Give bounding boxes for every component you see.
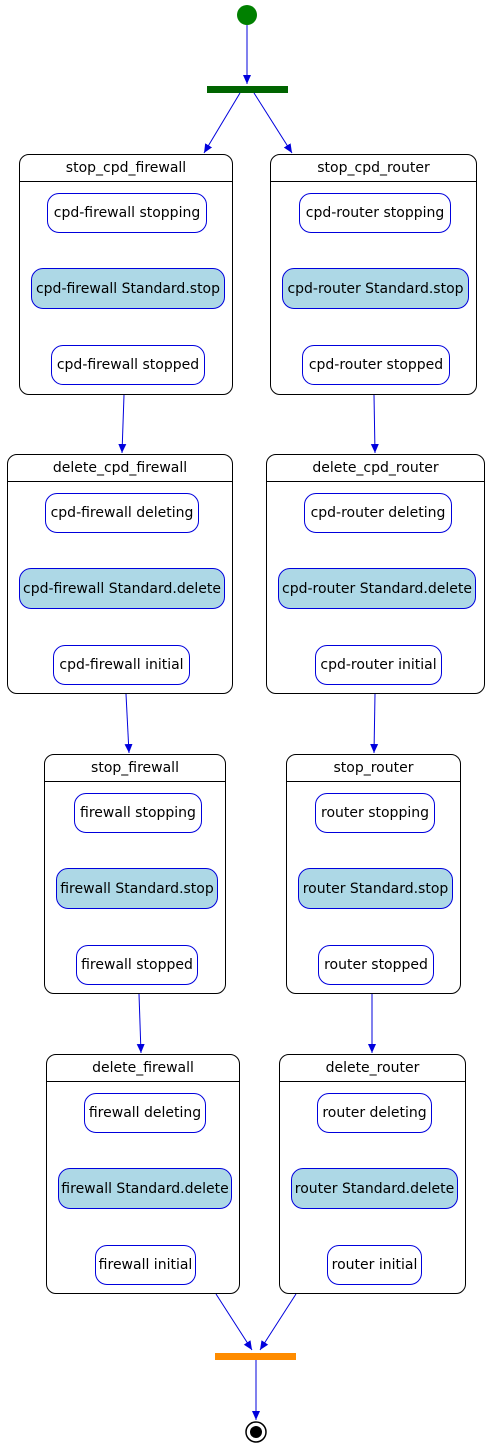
group-title: stop_cpd_router [271,155,476,182]
state-firewall-standard-delete[interactable]: firewall Standard.delete [58,1168,232,1209]
state-cpd-router-initial[interactable]: cpd-router initial [315,645,442,685]
arrow-delete-cpd-firewall-to-stop-firewall [124,693,133,754]
group-title: delete_cpd_router [267,455,484,482]
group-delete-router: delete_router router deleting router Sta… [279,1054,466,1294]
state-cpd-router-stopping[interactable]: cpd-router stopping [299,193,451,233]
arrow-delete-cpd-router-to-stop-router [370,693,379,754]
state-cpd-router-stopped[interactable]: cpd-router stopped [302,345,450,385]
arrow-stop-cpd-router-to-delete [370,394,379,454]
end-node-inner [250,1426,262,1438]
state-cpd-firewall-standard-delete[interactable]: cpd-firewall Standard.delete [19,568,225,609]
group-stop-cpd-firewall: stop_cpd_firewall cpd-firewall stopping … [19,154,233,395]
state-firewall-initial[interactable]: firewall initial [95,1245,196,1285]
state-router-deleting[interactable]: router deleting [317,1093,432,1133]
state-firewall-standard-stop[interactable]: firewall Standard.stop [56,868,218,909]
state-cpd-firewall-standard-stop[interactable]: cpd-firewall Standard.stop [31,268,225,309]
join-bar [215,1353,296,1360]
state-cpd-router-standard-delete[interactable]: cpd-router Standard.delete [278,568,476,609]
fork-bar [207,86,288,93]
arrow-delete-firewall-to-join [215,1293,253,1351]
state-router-stopping[interactable]: router stopping [315,793,435,833]
arrow-fork-to-stop-cpd-router [253,92,293,154]
state-router-stopped[interactable]: router stopped [318,945,434,985]
arrow-stop-cpd-firewall-to-delete [118,394,127,454]
group-delete-cpd-router: delete_cpd_router cpd-router deleting cp… [266,454,485,694]
state-cpd-firewall-deleting[interactable]: cpd-firewall deleting [45,493,199,533]
state-firewall-deleting[interactable]: firewall deleting [84,1093,206,1133]
group-stop-router: stop_router router stopping router Stand… [286,754,461,994]
state-cpd-firewall-initial[interactable]: cpd-firewall initial [53,645,190,685]
start-node [237,5,257,25]
group-title: delete_cpd_firewall [8,455,232,482]
state-cpd-router-standard-stop[interactable]: cpd-router Standard.stop [282,268,469,309]
state-router-standard-delete[interactable]: router Standard.delete [291,1168,458,1209]
state-cpd-firewall-stopping[interactable]: cpd-firewall stopping [47,193,207,233]
arrow-stop-firewall-to-delete-firewall [136,993,145,1054]
group-stop-firewall: stop_firewall firewall stopping firewall… [44,754,226,994]
group-stop-cpd-router: stop_cpd_router cpd-router stopping cpd-… [270,154,477,395]
state-firewall-stopped[interactable]: firewall stopped [76,945,198,985]
group-title: delete_firewall [47,1055,239,1082]
arrow-delete-router-to-join [259,1293,297,1351]
state-router-initial[interactable]: router initial [327,1245,422,1285]
group-delete-cpd-firewall: delete_cpd_firewall cpd-firewall deletin… [7,454,233,694]
state-cpd-firewall-stopped[interactable]: cpd-firewall stopped [51,345,205,385]
state-cpd-router-deleting[interactable]: cpd-router deleting [304,493,452,533]
group-title: stop_firewall [45,755,225,782]
group-title: delete_router [280,1055,465,1082]
state-firewall-stopping[interactable]: firewall stopping [74,793,202,833]
group-title: stop_router [287,755,460,782]
group-delete-firewall: delete_firewall firewall deleting firewa… [46,1054,240,1294]
arrow-fork-to-stop-cpd-firewall [203,92,241,154]
group-title: stop_cpd_firewall [20,155,232,182]
state-router-standard-stop[interactable]: router Standard.stop [298,868,453,909]
